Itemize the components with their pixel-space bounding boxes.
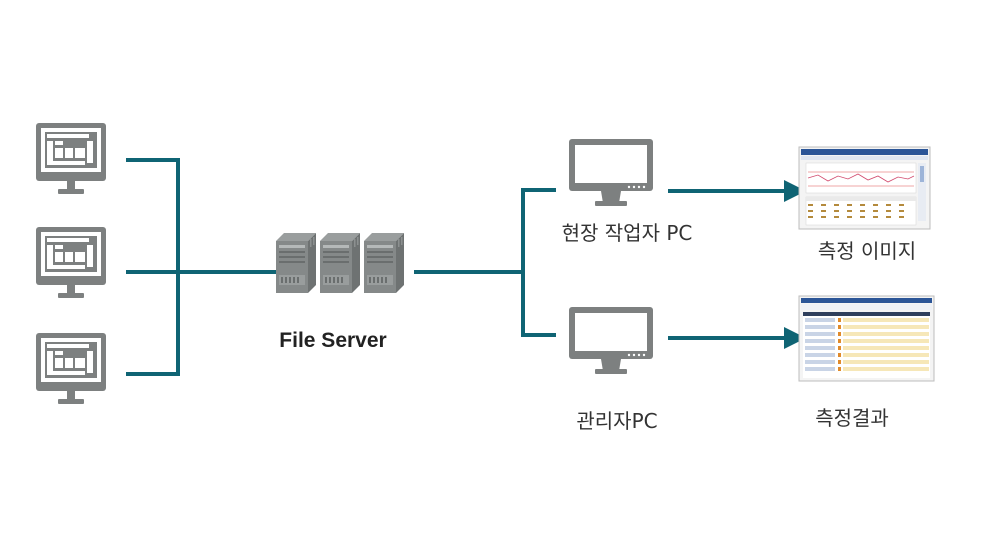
- arrow-to-result-icon: [784, 327, 806, 349]
- connection-lines: [126, 158, 786, 376]
- arrow-to-image-icon: [784, 180, 806, 202]
- client-pc-2-icon: [36, 227, 106, 298]
- measurement-result-label: 측정결과: [815, 406, 889, 430]
- client-pc-3-icon: [36, 333, 106, 404]
- client-bus-line: [126, 158, 180, 376]
- measurement-image-label: 측정 이미지: [818, 239, 916, 263]
- admin-monitor-icon: [569, 307, 653, 374]
- hub-branch-line: [521, 188, 556, 337]
- client-pc-1-icon: [36, 123, 106, 194]
- field-worker-monitor-icon: [569, 139, 653, 206]
- chart-screenshot-thumbnail: [798, 146, 931, 230]
- admin-pc-label: 관리자PC: [576, 409, 657, 433]
- file-server-icon: [276, 233, 404, 293]
- file-server-label: File Server: [279, 329, 386, 352]
- field-worker-pc-label: 현장 작업자 PC: [562, 221, 693, 245]
- table-screenshot-thumbnail: [798, 295, 935, 382]
